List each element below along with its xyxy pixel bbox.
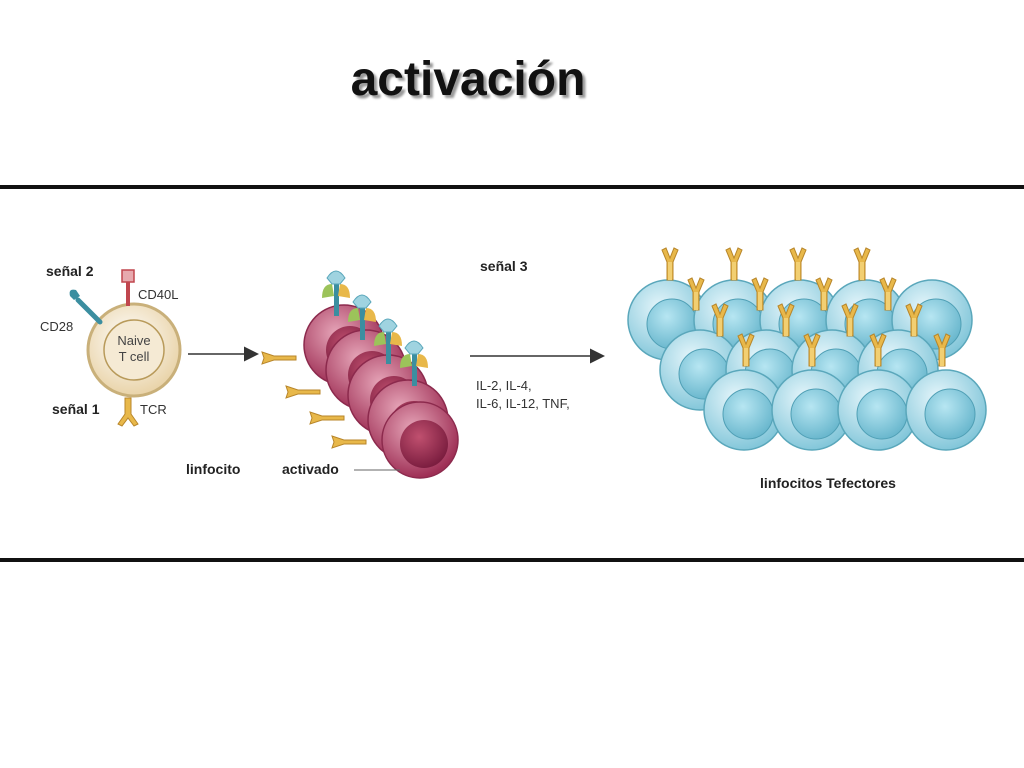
- side-receptor-icon: [285, 385, 321, 399]
- receptor-complex-icon: [348, 294, 376, 340]
- cd40l-label: CD40L: [138, 287, 178, 302]
- naive-cell-line1: Naive: [117, 333, 150, 348]
- receptor-complex-icon: [374, 318, 402, 364]
- effector-cell: [703, 369, 785, 451]
- cd28-label: CD28: [40, 319, 73, 334]
- top-divider: [0, 185, 1024, 189]
- activated-label-right: activado: [282, 461, 339, 477]
- activated-lymphocyte-stack: linfocito activado: [186, 270, 459, 479]
- tcr-receptor-icon: [117, 397, 139, 427]
- naive-t-cell: Naive T cell señal 2 CD40L CD28 señal 1 …: [40, 263, 182, 427]
- slide-title: activación: [350, 53, 586, 106]
- effector-cell: [771, 369, 853, 451]
- tcr-label: TCR: [140, 402, 167, 417]
- y-receptor-icon: [661, 247, 679, 281]
- signal2-label: señal 2: [46, 263, 94, 279]
- activated-label-left: linfocito: [186, 461, 240, 477]
- cytokines-line1: IL-2, IL-4,: [476, 378, 532, 393]
- cd28-wrench-icon: [69, 289, 103, 325]
- y-receptor-icon: [789, 247, 807, 281]
- signal3-label: señal 3: [480, 258, 528, 274]
- activated-cell: [381, 401, 459, 479]
- receptor-complex-icon: [400, 340, 428, 386]
- naive-cell-nucleus: [103, 319, 165, 381]
- effector-cells-cluster: [627, 247, 987, 451]
- effector-cell: [905, 369, 987, 451]
- effectors-label: linfocitos Tefectores: [760, 475, 896, 491]
- y-receptor-icon: [853, 247, 871, 281]
- side-receptor-icon: [331, 435, 367, 449]
- effector-cell: [837, 369, 919, 451]
- cytokines-line2: IL-6, IL-12, TNF,: [476, 396, 570, 411]
- signal3-group: señal 3 IL-2, IL-4, IL-6, IL-12, TNF,: [470, 258, 605, 411]
- signal1-label: señal 1: [52, 401, 100, 417]
- side-receptor-icon: [261, 351, 297, 365]
- cd40l-icon: [121, 269, 135, 283]
- side-receptor-icon: [309, 411, 345, 425]
- naive-cell-line2: T cell: [119, 349, 150, 364]
- bottom-divider: [0, 558, 1024, 562]
- y-receptor-icon: [725, 247, 743, 281]
- receptor-complex-icon: [322, 270, 350, 316]
